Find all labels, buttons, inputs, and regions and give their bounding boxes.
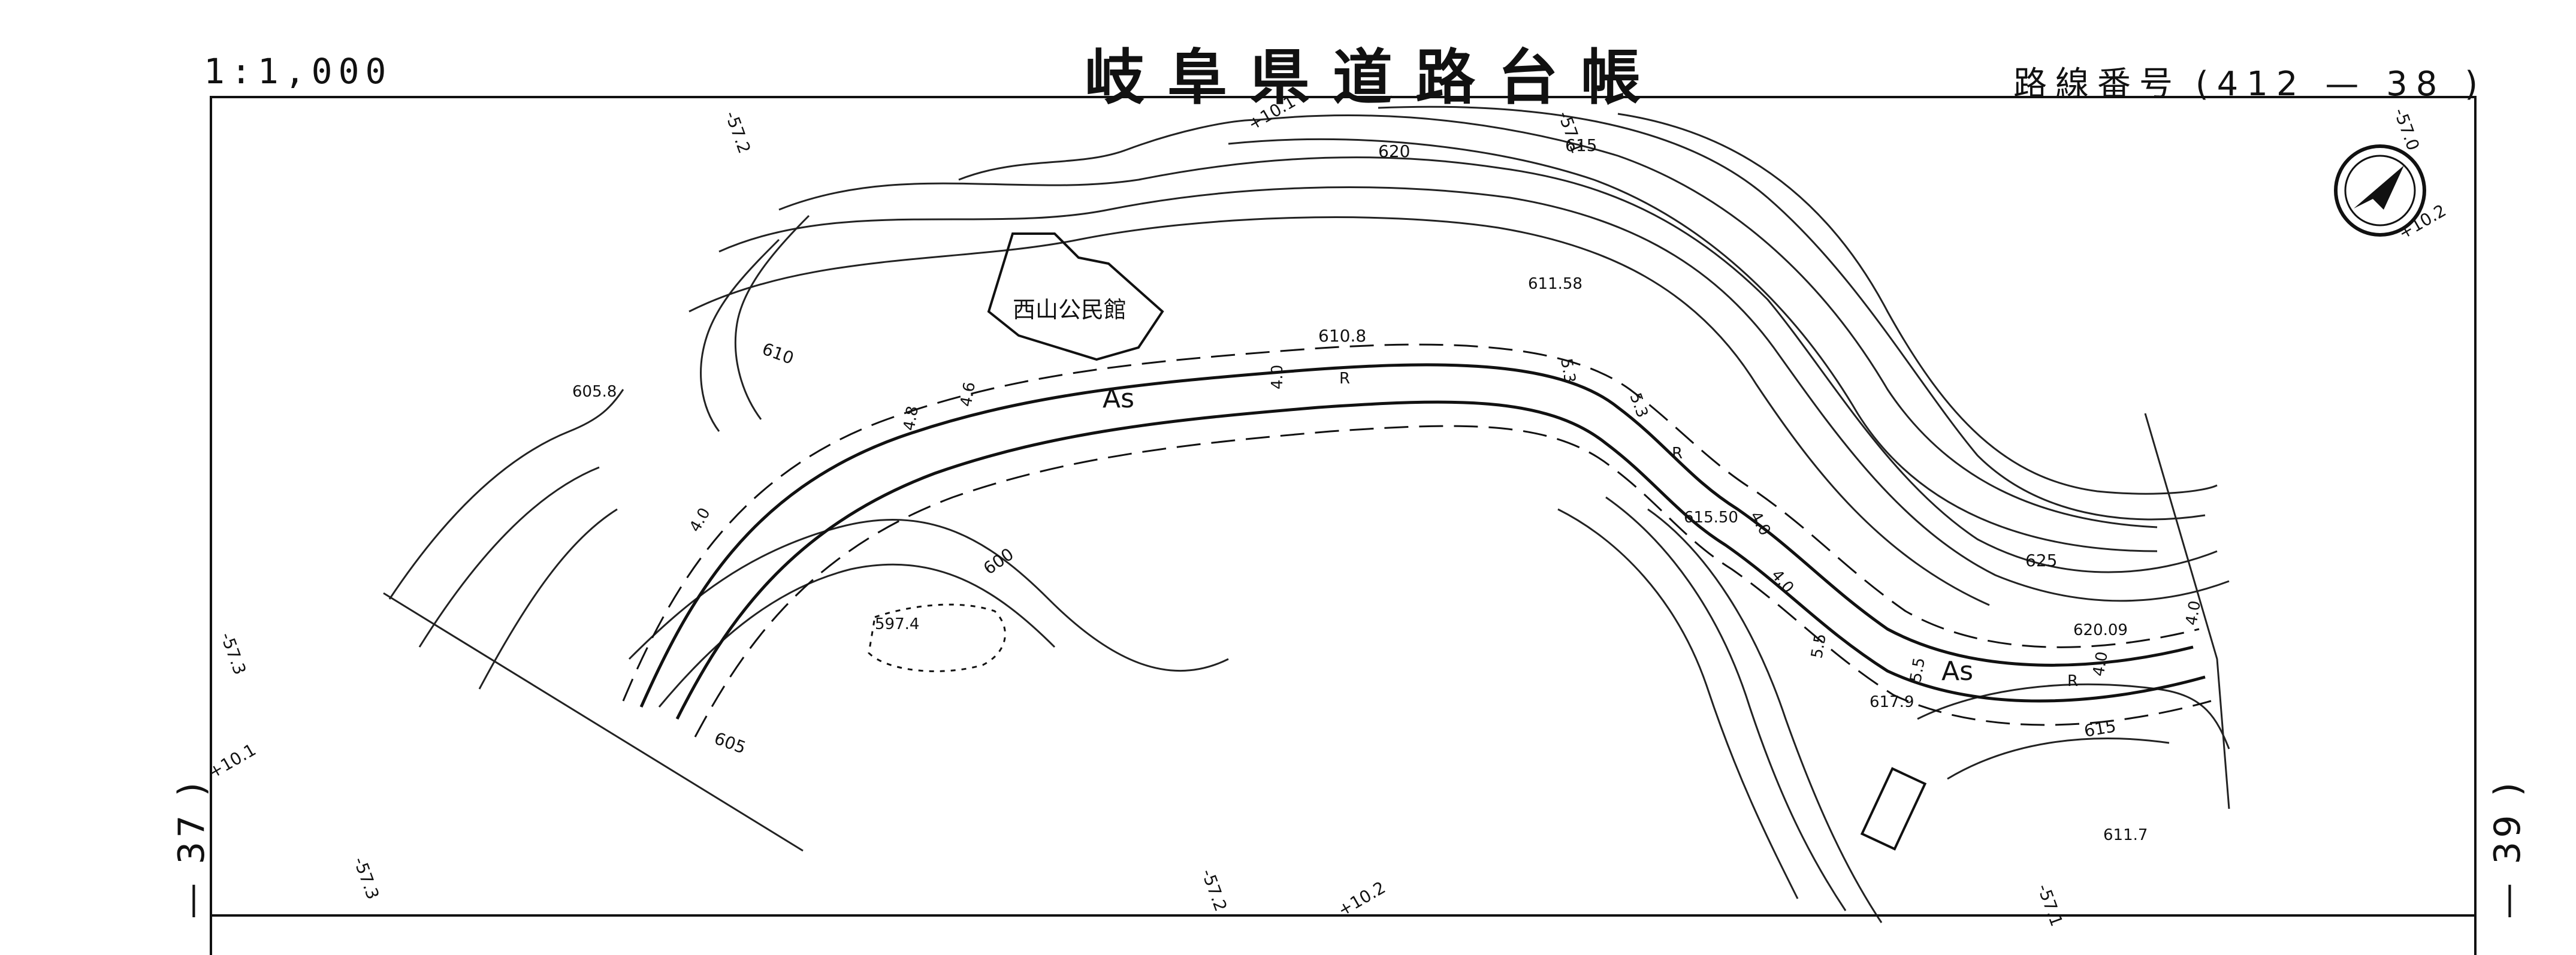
road-edge-south (675, 400, 2206, 720)
grid-label: +10.1 (205, 740, 259, 782)
elevation-label: 615.50 (1684, 509, 1738, 527)
road-boundary-north (622, 343, 2200, 702)
elevation-label: 620.09 (2073, 621, 2128, 639)
elevation-label: 617.9 (1870, 693, 1914, 711)
contour-label: 615 (2082, 716, 2117, 741)
contour-line (1647, 508, 1883, 923)
grid-label: -57.2 (721, 108, 754, 156)
contour-label: 605 (712, 729, 749, 758)
structure-outline (1860, 767, 1927, 851)
road-width-label: 4.0 (2182, 599, 2204, 627)
contour-line (1947, 738, 2170, 780)
contour-line (1605, 496, 1847, 911)
contour-line (478, 508, 618, 690)
road-width-label: 5.5 (1808, 632, 1830, 660)
contour-line (778, 156, 2218, 573)
contour-label: 610.8 (1318, 326, 1366, 346)
contour-line (1617, 113, 2218, 495)
road-width-label: 5.3 (1557, 357, 1579, 385)
grid-label: -57.3 (216, 630, 250, 677)
surface-label: As (1941, 656, 1973, 687)
contour-label: 625 (2025, 551, 2057, 570)
contour-line (734, 214, 810, 420)
contour-line (688, 216, 1990, 606)
grid-label: -57.1 (2033, 881, 2067, 929)
elevation-label: 611.58 (1528, 275, 1583, 293)
building-label: 西山公民館 (1013, 297, 1127, 323)
north-arrow-icon (2334, 144, 2426, 237)
road-width-label: 4.0 (2089, 650, 2112, 678)
boundary-line (383, 592, 804, 852)
elevation-label: 597.4 (875, 615, 919, 633)
contour-line (700, 238, 780, 432)
road-width-label: 4.8 (900, 404, 922, 432)
grid-label: -57.1 (1554, 108, 1587, 156)
grid-label: +10.1 (1245, 92, 1299, 134)
road-width-label: 4.0 (686, 505, 714, 536)
curve-radius-label: R (2067, 672, 2078, 690)
contour-line (1557, 508, 1799, 899)
dotted-area (868, 603, 1006, 672)
grid-label: -57.0 (2390, 105, 2423, 153)
road-width-label: 4.0 (1768, 566, 1798, 597)
boundary-line (2144, 413, 2230, 809)
contour-line (658, 563, 1056, 708)
contour-label: 620 (1378, 141, 1410, 161)
surface-label: As (1103, 383, 1134, 414)
grid-label: -57.2 (1197, 866, 1231, 914)
map-title: 岐阜県道路台帳 (1085, 42, 1663, 113)
road-width-label: 4.6 (957, 380, 979, 408)
contour-line (718, 186, 2230, 602)
building-outline (987, 232, 1164, 361)
elevation-label: 611.7 (2103, 826, 2148, 844)
road-width-label: 5.5 (1907, 656, 1929, 684)
contour-label: 600 (980, 544, 1017, 579)
contour-line (1917, 683, 2230, 750)
contour-label: 610 (760, 339, 797, 368)
contour-line (388, 389, 624, 600)
curve-radius-label: R (1339, 370, 1350, 388)
contour-line (628, 519, 1229, 672)
contour-line (1378, 105, 2206, 521)
curve-radius-label: R (1672, 445, 1683, 463)
grid-label: -57.3 (349, 854, 383, 902)
contour-line (1258, 114, 2158, 528)
road-edge-north (639, 363, 2194, 708)
contour-line (958, 119, 1259, 181)
map-frame (210, 96, 2477, 955)
map-scale: 1:1,000 (204, 51, 392, 92)
grid-label: +10.2 (1334, 878, 1389, 920)
contour-line (1228, 138, 2158, 552)
elevation-label: 605.8 (572, 383, 617, 401)
contour-line (418, 466, 600, 648)
contour-label: 615 (1565, 135, 1597, 155)
road-width-label: 4.0 (1269, 365, 1287, 389)
road-boundary-south (694, 425, 2212, 738)
